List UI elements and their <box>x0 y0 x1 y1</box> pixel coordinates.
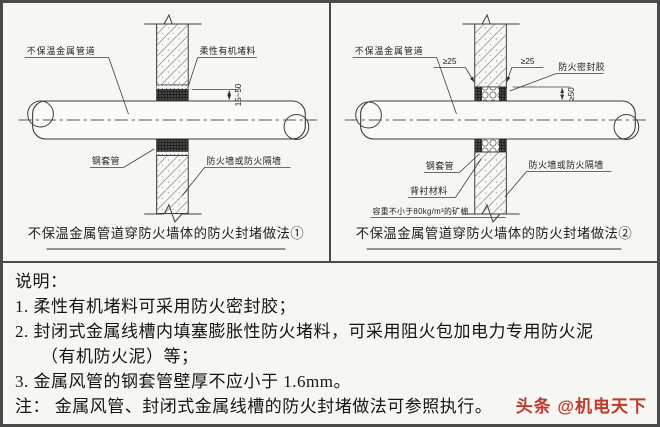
diagram-row: 15~50 不保温金属管道 柔性有机堵料 钢套管 防火墙或防火隔墙 <box>3 3 657 261</box>
fire-wall-lower <box>157 156 189 214</box>
notes-heading: 说明： <box>15 272 68 291</box>
panel-detail-2: ≥25 ≥25 防火密封胶 <box>331 3 657 261</box>
pipe-end-right <box>284 115 309 140</box>
label-pipe: 不保温金属管道 <box>353 45 457 114</box>
note-item-3: 3. 金属风管的钢套管壁厚不应小于 1.6mm。 <box>15 372 351 391</box>
label-wall: 防火墙或防火隔墙 <box>182 155 291 196</box>
svg-text:柔性有机堵料: 柔性有机堵料 <box>200 45 256 56</box>
pipe-end-left <box>356 102 382 128</box>
sealant-strip-top-left <box>475 87 482 101</box>
svg-text:背衬材料: 背衬材料 <box>410 185 448 196</box>
svg-text:防火墙或防火隔墙: 防火墙或防火隔墙 <box>207 155 282 166</box>
label-filler: 柔性有机堵料 <box>188 45 257 88</box>
detail-1-caption: 不保温金属管道穿防火墙体的防火封堵做法① <box>28 226 304 241</box>
watermark-toutiao-jidiantianxia: 头条 @机电天下 <box>515 397 647 416</box>
label-sealant: 防火密封胶 <box>510 61 605 91</box>
dimension-depth: ≥50 <box>513 87 576 101</box>
detail-2-caption: 不保温金属管道穿防火墙体的防火封堵做法② <box>356 226 632 241</box>
label-pipe: 不保温金属管道 <box>25 45 129 114</box>
svg-text:不保温金属管道: 不保温金属管道 <box>27 45 96 56</box>
svg-text:防火密封胶: 防火密封胶 <box>558 61 605 72</box>
sealant-strip-bottom-left <box>475 139 482 152</box>
sealant-strip-bottom-right <box>499 139 506 152</box>
svg-text:钢套管: 钢套管 <box>92 155 120 166</box>
dimension-right-25: ≥25 <box>507 56 544 82</box>
mineral-wool-top <box>482 87 500 101</box>
wall-break-bottom <box>144 205 201 222</box>
fire-wall-upper <box>475 24 507 87</box>
dimension-depth: 15~50 <box>192 83 243 106</box>
svg-text:≥25: ≥25 <box>443 56 457 66</box>
note-item-2-line-2: （有机防火泥）等； <box>41 347 199 366</box>
note-item-2-line-1: 2. 封闭式金属线槽内填塞膨胀性防火堵料，可采用阻火包加电力专用防火泥 <box>15 322 594 341</box>
svg-text:防火墙或防火隔墙: 防火墙或防火隔墙 <box>529 159 604 170</box>
svg-text:不保温金属管道: 不保温金属管道 <box>355 45 424 56</box>
svg-text:≥25: ≥25 <box>521 56 535 66</box>
label-backing: 背衬材料 <box>408 159 481 198</box>
dimension-left-25: ≥25 <box>434 56 475 82</box>
detail-2-drawing: ≥25 ≥25 防火密封胶 <box>331 3 657 261</box>
pipe-end-left <box>28 101 54 127</box>
svg-text:钢套管: 钢套管 <box>426 160 454 171</box>
fire-wall-lower <box>475 152 507 214</box>
panel-detail-1: 15~50 不保温金属管道 柔性有机堵料 钢套管 防火墙或防火隔墙 <box>3 3 331 261</box>
mineral-wool-bottom <box>482 139 500 152</box>
label-mineral-wool: 容重不小于80kg/m³的矿棉 <box>371 206 506 218</box>
svg-text:容重不小于80kg/m³的矿棉: 容重不小于80kg/m³的矿棉 <box>372 206 468 216</box>
detail-1-drawing: 15~50 不保温金属管道 柔性有机堵料 钢套管 防火墙或防火隔墙 <box>3 3 329 261</box>
wall-break-bottom <box>462 205 519 222</box>
dimension-depth-label: ≥50 <box>567 87 576 101</box>
note-item-1: 1. 柔性有机堵料可采用防火密封胶； <box>15 297 296 316</box>
notes-section: 说明： 1. 柔性有机堵料可采用防火密封胶； 2. 封闭式金属线槽内填塞膨胀性防… <box>3 261 657 424</box>
organic-filler-band-bottom <box>157 152 189 156</box>
dimension-depth-label: 15~50 <box>234 83 243 106</box>
label-wall: 防火墙或防火隔墙 <box>505 159 612 197</box>
note-remark: 注： 金属风管、封闭式金属线槽的防火封堵做法可参照执行。 <box>15 397 493 416</box>
firestop-packing-top <box>157 90 189 102</box>
label-sleeve: 钢套管 <box>90 149 154 168</box>
fire-wall-upper <box>157 24 189 85</box>
sealant-strip-top-right <box>499 87 506 101</box>
organic-filler-band-top <box>157 85 189 90</box>
pipe-end-right <box>614 115 639 140</box>
label-sleeve: 钢套管 <box>424 154 479 173</box>
firestop-packing-bottom <box>157 139 189 152</box>
